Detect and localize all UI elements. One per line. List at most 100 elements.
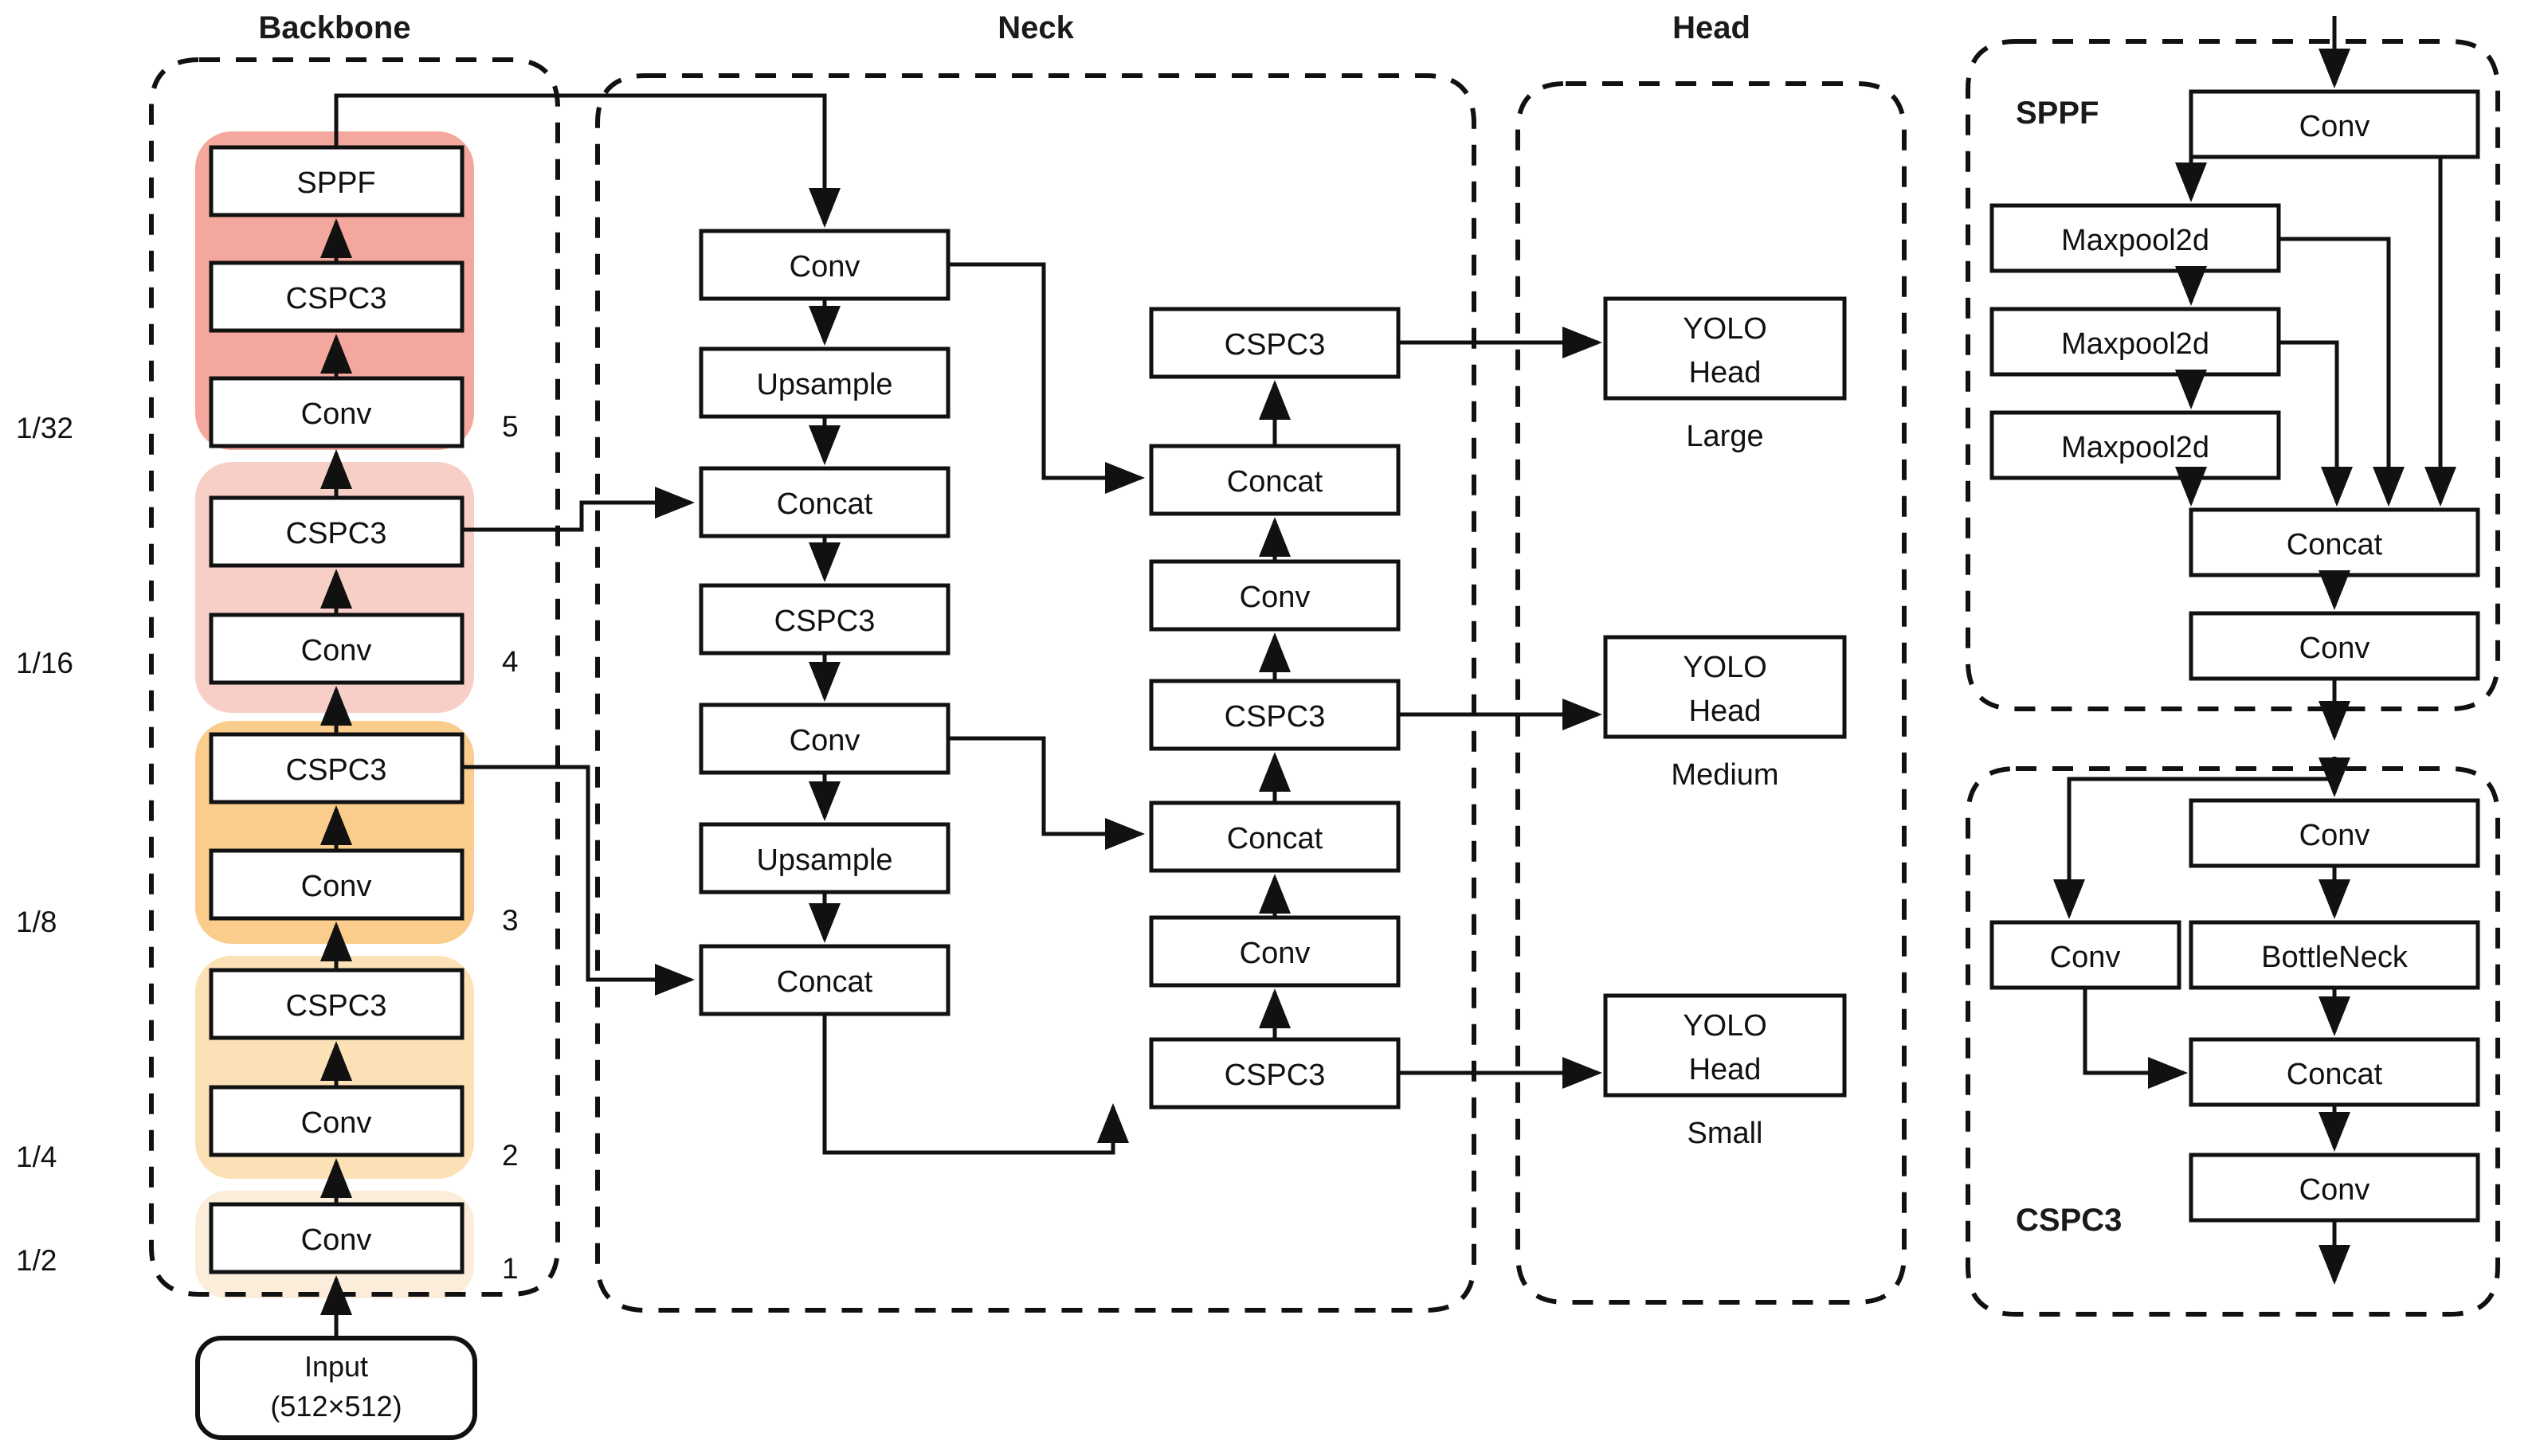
head-group-border — [1515, 81, 1907, 1305]
neck-out-block-cspc3-large-label: CSPC3 — [1225, 328, 1326, 362]
backbone-block-conv-s4-label: Conv — [301, 634, 372, 667]
edge-backbone-s4-to-concat1 — [462, 487, 695, 532]
cspc3-detail-conv-left[interactable] — [1989, 920, 2181, 990]
backbone-group-border — [149, 57, 560, 1297]
stage-number-5: 5 — [502, 410, 519, 443]
sppf-detail-maxpool-1-label: Maxpool2d — [2061, 224, 2209, 257]
cspc3-detail-concat[interactable] — [2189, 1037, 2480, 1107]
sppf-detail-conv-out[interactable] — [2189, 611, 2480, 681]
yolo-head-large-line1: YOLO — [1683, 312, 1767, 346]
neck-block-upsample-1-label: Upsample — [756, 368, 892, 401]
neck-out-block-concat-large-label: Concat — [1227, 465, 1323, 499]
sppf-detail-conv-in-label: Conv — [2299, 110, 2370, 143]
backbone-block-cspc3-s3-label: CSPC3 — [286, 753, 387, 787]
sppf-module-border — [1966, 39, 2500, 711]
backbone-block-cspc3-s4-label: CSPC3 — [286, 517, 387, 550]
yolo-head-large-caption: Large — [1686, 420, 1763, 453]
stage-number-4: 4 — [502, 645, 519, 678]
yolo-head-large-box[interactable] — [1603, 296, 1847, 401]
yolo-head-small-line1: YOLO — [1683, 1009, 1767, 1043]
scale-label-1-16: 1/16 — [16, 647, 73, 679]
sppf-detail-maxpool-3[interactable] — [1989, 410, 2281, 480]
stage-number-2: 2 — [502, 1139, 519, 1172]
neck-block-cspc3-1-label: CSPC3 — [774, 605, 876, 638]
backbone-title: Backbone — [258, 10, 410, 45]
backbone-block-cspc3-s2-label: CSPC3 — [286, 989, 387, 1023]
backbone-block-cspc3-s5[interactable] — [209, 260, 464, 333]
cspc3-module-title: CSPC3 — [2016, 1203, 2122, 1238]
backbone-block-cspc3-s4[interactable] — [209, 495, 464, 568]
cspc3-detail-bottleneck-label: BottleNeck — [2261, 941, 2409, 974]
yolo-head-medium-line2: Head — [1689, 695, 1762, 728]
edge-sppf-mp1-skip-concat — [2279, 237, 2405, 507]
backbone-block-conv-s1-label: Conv — [301, 1223, 372, 1257]
scale-label-1-8: 1/8 — [16, 906, 57, 938]
stage-number-1: 1 — [502, 1252, 519, 1285]
backbone-block-conv-s3[interactable] — [209, 848, 464, 921]
neck-block-conv-2-label: Conv — [790, 724, 860, 757]
edge-backbone-s3-to-concat2 — [462, 765, 695, 996]
backbone-block-sppf[interactable] — [209, 145, 464, 217]
neck-block-concat-1[interactable] — [699, 466, 951, 538]
cspc3-detail-concat-label: Concat — [2287, 1058, 2383, 1091]
neck-block-concat-1-label: Concat — [777, 487, 873, 521]
edge-sppf-mp2-skip-concat — [2279, 340, 2353, 507]
cspc3-detail-conv-top[interactable] — [2189, 798, 2480, 868]
yolo-head-medium-line1: YOLO — [1683, 651, 1767, 684]
edge-neck-conv1-to-concat-large — [948, 262, 1145, 494]
sppf-detail-conv-in[interactable] — [2189, 89, 2480, 159]
cspc3-detail-conv-left-label: Conv — [2050, 941, 2121, 974]
sppf-detail-concat[interactable] — [2189, 507, 2480, 577]
backbone-block-conv-s2-label: Conv — [301, 1106, 372, 1140]
backbone-block-cspc3-s3[interactable] — [209, 732, 464, 804]
neck-out-block-cspc3-small-label: CSPC3 — [1225, 1059, 1326, 1092]
cspc3-detail-conv-out[interactable] — [2189, 1153, 2480, 1223]
sppf-module-title: SPPF — [2016, 96, 2099, 131]
backbone-block-conv-s5-label: Conv — [301, 397, 372, 431]
input-label-line2: (512×512) — [270, 1390, 402, 1423]
yolo-head-medium-box[interactable] — [1603, 635, 1847, 739]
edge-cspc3-split-left — [2053, 777, 2334, 919]
scale-label-1-4: 1/4 — [16, 1141, 57, 1173]
neck-out-block-conv-small[interactable] — [1149, 915, 1401, 988]
sppf-detail-maxpool-2[interactable] — [1989, 307, 2281, 377]
scale-label-1-32: 1/32 — [16, 412, 73, 444]
sppf-detail-concat-label: Concat — [2287, 528, 2383, 562]
neck-out-block-conv-small-label: Conv — [1240, 937, 1311, 970]
scale-label-1-2: 1/2 — [16, 1244, 57, 1277]
yolo-head-small-caption: Small — [1687, 1117, 1762, 1150]
backbone-block-conv-s4[interactable] — [209, 613, 464, 685]
neck-block-cspc3-1[interactable] — [699, 583, 951, 656]
yolo-head-medium-caption: Medium — [1671, 758, 1778, 792]
neck-block-conv-1[interactable] — [699, 229, 951, 301]
head-title: Head — [1672, 10, 1750, 45]
neck-out-block-conv-large-label: Conv — [1240, 581, 1311, 614]
input-label-line1: Input — [304, 1350, 368, 1383]
yolo-head-small-box[interactable] — [1603, 993, 1847, 1098]
edge-cspc3-conv-left-to-concat — [2083, 988, 2188, 1089]
cspc3-detail-conv-out-label: Conv — [2299, 1173, 2370, 1207]
neck-block-conv-1-label: Conv — [790, 250, 860, 284]
edge-neck-conv2-to-concat-medium — [948, 736, 1145, 850]
neck-out-block-concat-medium-label: Concat — [1227, 822, 1323, 855]
neck-out-block-cspc3-large[interactable] — [1149, 307, 1401, 379]
sppf-detail-maxpool-2-label: Maxpool2d — [2061, 327, 2209, 361]
cspc3-detail-conv-top-label: Conv — [2299, 819, 2370, 852]
backbone-block-sppf-label: SPPF — [296, 166, 375, 200]
neck-out-block-concat-medium[interactable] — [1149, 800, 1401, 873]
neck-block-upsample-1[interactable] — [699, 346, 951, 419]
sppf-detail-conv-out-label: Conv — [2299, 632, 2370, 665]
backbone-block-conv-s3-label: Conv — [301, 870, 372, 903]
backbone-block-conv-s2[interactable] — [209, 1085, 464, 1157]
neck-block-upsample-2[interactable] — [699, 822, 951, 894]
sppf-detail-maxpool-3-label: Maxpool2d — [2061, 431, 2209, 464]
edge-sppf-to-neck-conv — [334, 93, 841, 228]
yolo-head-small-line2: Head — [1689, 1053, 1762, 1086]
yolo-head-large-line2: Head — [1689, 356, 1762, 389]
neck-out-block-conv-large[interactable] — [1149, 559, 1401, 632]
neck-title: Neck — [998, 10, 1074, 45]
neck-block-upsample-2-label: Upsample — [756, 843, 892, 877]
backbone-block-cspc3-s5-label: CSPC3 — [286, 282, 387, 315]
edge-neck-concat2-to-cspc3-small — [822, 1014, 1129, 1155]
